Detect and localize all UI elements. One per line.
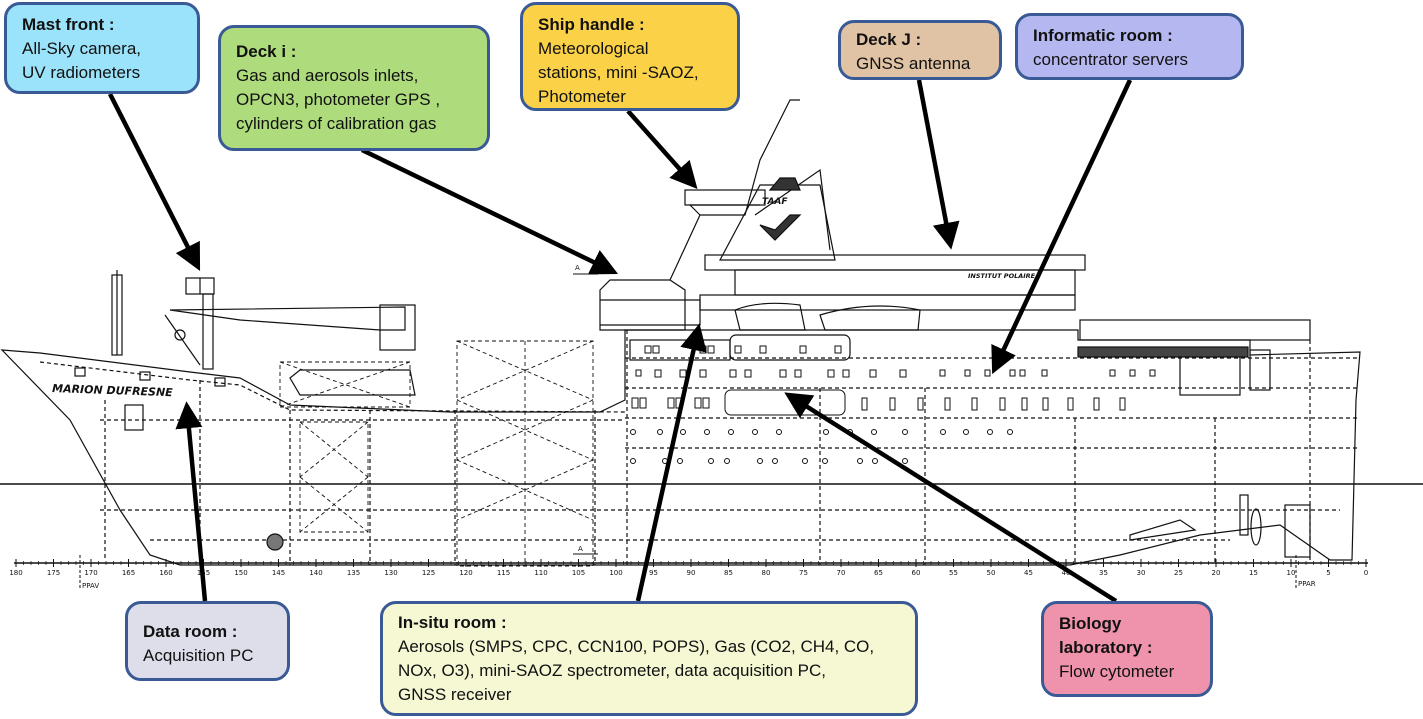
scale-label: 55: [949, 569, 958, 577]
callout-informatic-room: Informatic room : concentrator servers: [1015, 13, 1244, 80]
frame-scale-ticks: [15, 559, 1367, 567]
callout-deck-j: Deck J : GNSS antenna: [838, 20, 1002, 80]
callout-line: Flow cytometer: [1059, 662, 1175, 681]
scale-label: 155: [197, 569, 210, 577]
callout-title: Biology: [1059, 614, 1122, 633]
hull-outline: [0, 329, 1361, 566]
scale-label: 70: [837, 569, 846, 577]
scale-label: 95: [649, 569, 658, 577]
callout-line: cylinders of calibration gas: [236, 114, 437, 133]
scale-label: 90: [687, 569, 696, 577]
callout-line: Meteorological: [538, 39, 649, 58]
scale-label: 20: [1212, 569, 1221, 577]
callout-insitu-room: In-situ room : Aerosols (SMPS, CPC, CCN1…: [380, 601, 918, 716]
callout-data-room: Data room : Acquisition PC: [125, 601, 290, 681]
scale-label: 125: [422, 569, 435, 577]
callout-line: GNSS antenna: [856, 54, 971, 73]
callout-line: NOx, O3), mini-SAOZ spectrometer, data a…: [398, 661, 826, 680]
callout-biology-laboratory: Biology laboratory : Flow cytometer: [1041, 601, 1213, 697]
callout-line: concentrator servers: [1033, 50, 1188, 69]
scale-label: 25: [1174, 569, 1183, 577]
scale-label: 85: [724, 569, 733, 577]
institut-polaire-banner: INSTITUT POLAIRE: [968, 272, 1036, 280]
scale-label: 0: [1364, 569, 1368, 577]
scale-label: 105: [572, 569, 585, 577]
scale-label: 60: [912, 569, 921, 577]
callout-line: OPCN3, photometer GPS ,: [236, 90, 441, 109]
scale-label: 75: [799, 569, 808, 577]
scale-label: 50: [987, 569, 996, 577]
section-marker-bottom: A: [578, 545, 583, 553]
callout-line: Acquisition PC: [143, 646, 254, 665]
scale-label: 40: [1062, 569, 1071, 577]
scale-label: 65: [874, 569, 883, 577]
scale-label: 180: [9, 569, 22, 577]
callout-title: Deck i :: [236, 42, 297, 61]
callout-line: All-Sky camera,: [22, 39, 142, 58]
callout-line: Aerosols (SMPS, CPC, CCN100, POPS), Gas …: [398, 637, 875, 656]
callout-line: stations, mini -SAOZ,: [538, 63, 699, 82]
callout-title: Informatic room :: [1033, 26, 1173, 45]
callout-title: In-situ room :: [398, 613, 507, 632]
section-marker-top: A: [575, 264, 580, 272]
scale-label: 100: [609, 569, 622, 577]
scale-label: 80: [762, 569, 771, 577]
funnel-logo-text: TAAF: [762, 197, 788, 207]
callout-title: Deck J :: [856, 30, 922, 49]
scale-label: 120: [459, 569, 472, 577]
scale-label: 145: [272, 569, 285, 577]
callout-deck-i: Deck i : Gas and aerosols inlets, OPCN3,…: [218, 25, 490, 151]
callout-title: Mast front :: [22, 15, 115, 34]
callout-ship-handle: Ship handle : Meteorological stations, m…: [520, 2, 740, 111]
callout-line: Photometer: [538, 87, 626, 106]
scale-label: 130: [384, 569, 397, 577]
scale-label: 115: [497, 569, 510, 577]
scale-label: 135: [347, 569, 360, 577]
callout-line: GNSS receiver: [398, 685, 512, 704]
scale-label: 45: [1024, 569, 1033, 577]
scale-label: 150: [234, 569, 247, 577]
bow-perpendicular-label: PPAV: [82, 582, 99, 590]
callout-line: UV radiometers: [22, 63, 141, 82]
scale-label: 5: [1326, 569, 1330, 577]
callout-mast-front: Mast front : All-Sky camera, UV radiomet…: [4, 2, 200, 94]
callout-line: Gas and aerosols inlets,: [236, 66, 419, 85]
scale-label: 140: [309, 569, 322, 577]
scale-label: 35: [1099, 569, 1108, 577]
scale-label: 170: [84, 569, 97, 577]
scale-label: 110: [534, 569, 547, 577]
scale-label: 165: [122, 569, 135, 577]
ship-name: MARION DUFRESNE: [52, 382, 173, 399]
scale-label: 10: [1287, 569, 1296, 577]
stern-perpendicular-label: PPAR: [1298, 580, 1316, 588]
scale-label: 175: [47, 569, 60, 577]
callout-title: Ship handle :: [538, 15, 645, 34]
scale-label: 160: [159, 569, 172, 577]
callout-title: laboratory :: [1059, 638, 1153, 657]
scale-label: 15: [1249, 569, 1258, 577]
callout-title: Data room :: [143, 622, 238, 641]
scale-label: 30: [1137, 569, 1146, 577]
